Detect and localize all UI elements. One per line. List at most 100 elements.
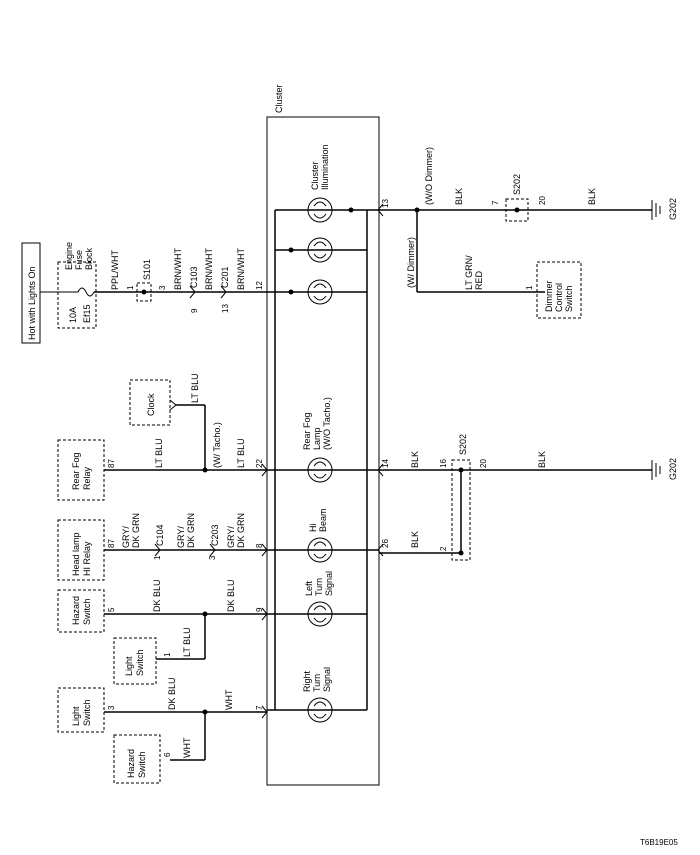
svg-text:Rear Fog: Rear Fog	[302, 412, 312, 450]
connector-c103	[189, 285, 196, 299]
svg-text:8: 8	[255, 543, 264, 548]
cluster-box	[266, 116, 380, 786]
splice-s202-top	[505, 198, 529, 222]
svg-text:7: 7	[255, 705, 264, 710]
svg-text:Right: Right	[302, 670, 312, 692]
svg-text:BLK: BLK	[410, 451, 420, 468]
svg-text:Lamp: Lamp	[312, 427, 322, 450]
dimmer-control-switch: Dimmer Control Switch	[536, 261, 582, 319]
svg-text:S101: S101	[142, 259, 152, 280]
svg-text:Hi: Hi	[308, 524, 318, 533]
lamp-cluster-illumination: Cluster Illumination	[275, 144, 367, 305]
svg-text:Signal: Signal	[322, 667, 332, 692]
svg-text:10A: 10A	[68, 307, 78, 323]
svg-text:LT BLU: LT BLU	[236, 438, 246, 468]
svg-text:G202: G202	[668, 198, 678, 220]
svg-text:Cluster: Cluster	[310, 161, 320, 190]
head-lamp-hi-relay: Head lamp HI Relay	[57, 519, 105, 581]
splice-s101	[136, 282, 152, 302]
svg-text:9: 9	[190, 308, 199, 313]
svg-text:LT GRN/: LT GRN/	[464, 255, 474, 290]
svg-text:Block: Block	[84, 247, 94, 270]
svg-text:1: 1	[163, 652, 172, 657]
svg-text:Switch: Switch	[137, 751, 147, 778]
svg-text:S202: S202	[458, 434, 468, 455]
ground-g202-bottom: G202	[640, 458, 678, 480]
svg-text:Turn: Turn	[314, 578, 324, 596]
svg-text:87: 87	[107, 459, 116, 468]
svg-text:87: 87	[107, 539, 116, 548]
svg-text:DK GRN: DK GRN	[131, 513, 141, 548]
svg-text:WHT: WHT	[182, 737, 192, 758]
svg-text:DK BLU: DK BLU	[167, 677, 177, 710]
svg-text:GRY/: GRY/	[121, 526, 131, 548]
svg-text:BLK: BLK	[454, 188, 464, 205]
svg-text:16: 16	[439, 459, 448, 468]
svg-text:Turn: Turn	[312, 674, 322, 692]
svg-text:Fuse: Fuse	[74, 250, 84, 270]
svg-text:Illumination: Illumination	[320, 144, 330, 190]
rear-fog-relay: Rear Fog Relay	[57, 439, 105, 501]
svg-text:1: 1	[153, 555, 162, 560]
ground-g202-top: G202	[640, 198, 678, 220]
svg-text:BLK: BLK	[587, 188, 597, 205]
svg-text:3: 3	[158, 285, 167, 290]
svg-text:26: 26	[381, 539, 390, 548]
svg-text:Left: Left	[304, 580, 314, 596]
svg-text:Signal: Signal	[324, 571, 334, 596]
svg-text:BRN/WHT: BRN/WHT	[236, 248, 246, 290]
figure-code: T6B19E05	[640, 838, 678, 847]
lamp-hi-beam: Hi Beam	[267, 508, 367, 563]
svg-text:13: 13	[221, 304, 230, 313]
svg-text:Relay: Relay	[82, 466, 92, 490]
svg-text:6: 6	[163, 752, 172, 757]
svg-text:GRY/: GRY/	[226, 526, 236, 548]
svg-text:BLK: BLK	[410, 531, 420, 548]
svg-text:G202: G202	[668, 458, 678, 480]
svg-text:BRN/WHT: BRN/WHT	[173, 248, 183, 290]
svg-text:DK GRN: DK GRN	[236, 513, 246, 548]
svg-text:(W/O Dimmer): (W/O Dimmer)	[424, 147, 434, 205]
splice-s202-bottom	[451, 459, 471, 561]
svg-text:9: 9	[255, 607, 264, 612]
svg-text:LT BLU: LT BLU	[182, 627, 192, 657]
svg-text:(W/ Dimmer): (W/ Dimmer)	[406, 237, 416, 288]
svg-text:BRN/WHT: BRN/WHT	[204, 248, 214, 290]
svg-text:Cluster: Cluster	[274, 84, 284, 113]
svg-text:Hot with Lights On: Hot with Lights On	[27, 266, 37, 340]
svg-text:DK BLU: DK BLU	[226, 579, 236, 612]
svg-text:Switch: Switch	[135, 649, 145, 676]
svg-text:DK BLU: DK BLU	[152, 579, 162, 612]
connector-c201	[220, 285, 227, 299]
svg-text:22: 22	[255, 459, 264, 468]
svg-text:20: 20	[538, 196, 547, 205]
connector-c203	[209, 543, 216, 557]
svg-text:13: 13	[381, 199, 390, 208]
svg-text:Hazard: Hazard	[71, 596, 81, 625]
svg-text:Switch: Switch	[82, 699, 92, 726]
connector-c104	[154, 543, 161, 557]
svg-text:C201: C201	[220, 266, 230, 288]
svg-text:Light: Light	[71, 706, 81, 726]
svg-text:Ef15: Ef15	[82, 304, 92, 323]
svg-text:PPL/WHT: PPL/WHT	[110, 249, 120, 290]
svg-text:3: 3	[208, 555, 217, 560]
svg-text:DK GRN: DK GRN	[186, 513, 196, 548]
svg-text:Hazard: Hazard	[126, 749, 136, 778]
power-source: Hot with Lights On	[21, 242, 41, 344]
svg-text:2: 2	[439, 546, 448, 551]
svg-text:WHT: WHT	[224, 689, 234, 710]
svg-text:Clock: Clock	[146, 393, 156, 416]
svg-text:C103: C103	[189, 266, 199, 288]
svg-text:5: 5	[107, 607, 116, 612]
svg-text:LT BLU: LT BLU	[154, 438, 164, 468]
svg-text:BLK: BLK	[537, 451, 547, 468]
svg-text:(W/ Tacho.): (W/ Tacho.)	[212, 422, 222, 468]
svg-text:Engine: Engine	[64, 242, 74, 270]
svg-text:C104: C104	[155, 524, 165, 546]
svg-text:Rear Fog: Rear Fog	[71, 452, 81, 490]
svg-text:S202: S202	[512, 174, 522, 195]
hazard-switch-top: Hazard Switch	[57, 589, 105, 633]
svg-text:GRY/: GRY/	[176, 526, 186, 548]
light-switch-middle: Light Switch	[113, 637, 157, 685]
